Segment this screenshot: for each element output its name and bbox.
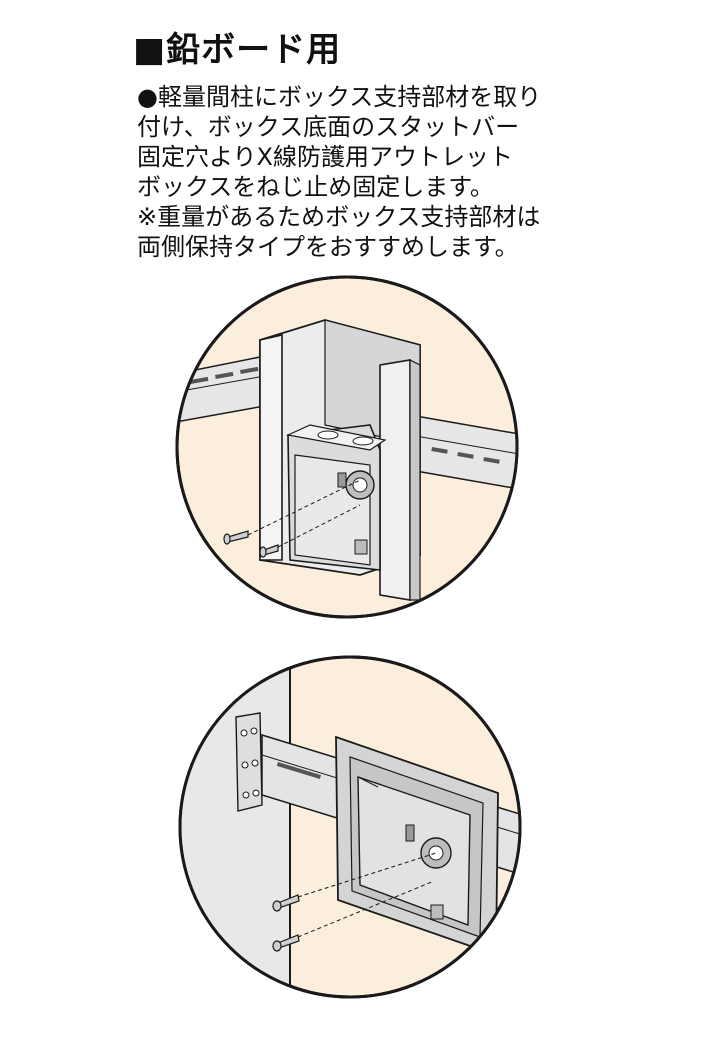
wall-mount-drawing bbox=[178, 655, 522, 999]
instruction-line: 付け、ボックス底面のスタットバー bbox=[137, 113, 520, 141]
instruction-line: ●軽量間柱にボックス支持部材を取り bbox=[137, 83, 542, 111]
illustration-stud-mount bbox=[170, 275, 525, 620]
note-line: ※重量があるためボックス支持部材は bbox=[137, 203, 541, 231]
illustration-wall-mount bbox=[178, 655, 523, 1000]
instruction-note: ※重量があるためボックス支持部材は 両側保持タイプをおすすめします。 bbox=[137, 202, 577, 262]
instruction-line: 固定穴よりX線防護用アウトレット bbox=[137, 143, 513, 171]
instruction-line: ボックスをねじ止め固定します。 bbox=[137, 173, 494, 201]
stud-mount-drawing bbox=[175, 275, 519, 619]
instructions: ●軽量間柱にボックス支持部材を取り 付け、ボックス底面のスタットバー 固定穴より… bbox=[137, 82, 577, 262]
section-heading: ■鉛ボード用 bbox=[133, 30, 342, 70]
note-line: 両側保持タイプをおすすめします。 bbox=[137, 233, 519, 261]
instruction-bullet: ●軽量間柱にボックス支持部材を取り 付け、ボックス底面のスタットバー 固定穴より… bbox=[137, 82, 577, 202]
